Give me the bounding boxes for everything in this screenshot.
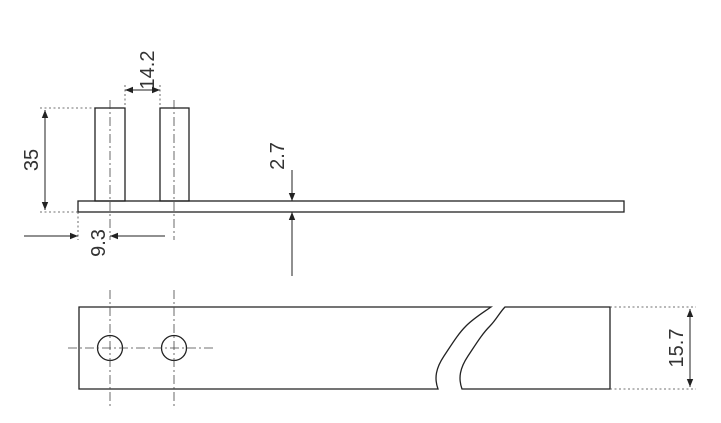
side-view: 14.2 35 2.7 9.3 (21, 51, 625, 276)
dim-pin-spacing: 14.2 (124, 51, 161, 108)
dim-pin-height-label: 35 (21, 149, 43, 171)
dim-plate-width-label: 15.7 (666, 329, 688, 368)
dim-plate-thickness-label: 2.7 (267, 142, 289, 170)
dim-pin-edge-offset-label: 9.3 (88, 229, 110, 257)
dim-plate-width: 15.7 (666, 309, 694, 387)
dim-pin-spacing-label: 14.2 (137, 51, 159, 90)
pin-right-side (159, 107, 190, 202)
plate-top-left-section (78, 306, 494, 390)
dim-pin-edge-offset: 9.3 (24, 229, 165, 257)
top-view: 15.7 (68, 290, 696, 408)
dim-plate-thickness: 2.7 (267, 142, 296, 276)
plate-top-right-section (459, 306, 611, 390)
dim-pin-height: 35 (21, 110, 49, 210)
base-plate-side (77, 200, 625, 213)
